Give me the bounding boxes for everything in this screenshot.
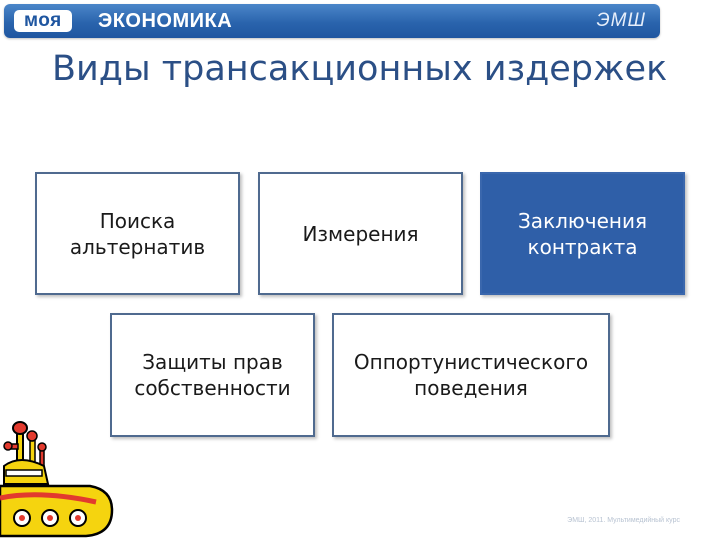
- box-label: Защиты прав собственности: [134, 350, 291, 400]
- brand-logo-left: моя: [14, 10, 72, 32]
- yellow-submarine-icon: [0, 421, 114, 538]
- brand-abbreviation: ЭМШ: [596, 10, 646, 31]
- box-label: Поиска альтернатив: [69, 208, 206, 259]
- box-contract-conclusion: Заключения контракта: [480, 172, 685, 295]
- box-property-rights-protection: Защиты прав собственности: [110, 313, 315, 437]
- box-label: Заключения контракта: [517, 208, 647, 259]
- box-label: Измерения: [302, 221, 419, 246]
- brand-logo-right: ЭКОНОМИКА: [98, 10, 233, 32]
- footer-copyright: ЭМШ, 2011. Мультимедийный курс: [567, 517, 680, 524]
- box-search-alternatives: Поиска альтернатив: [35, 172, 240, 295]
- box-measurement: Измерения: [258, 172, 463, 295]
- box-label: Оппортунистического поведения: [353, 350, 589, 400]
- header-banner: моя ЭКОНОМИКА ЭМШ: [4, 4, 660, 38]
- box-opportunistic-behavior: Оппортунистического поведения: [332, 313, 610, 437]
- slide-title: Виды трансакционных издержек: [52, 49, 668, 89]
